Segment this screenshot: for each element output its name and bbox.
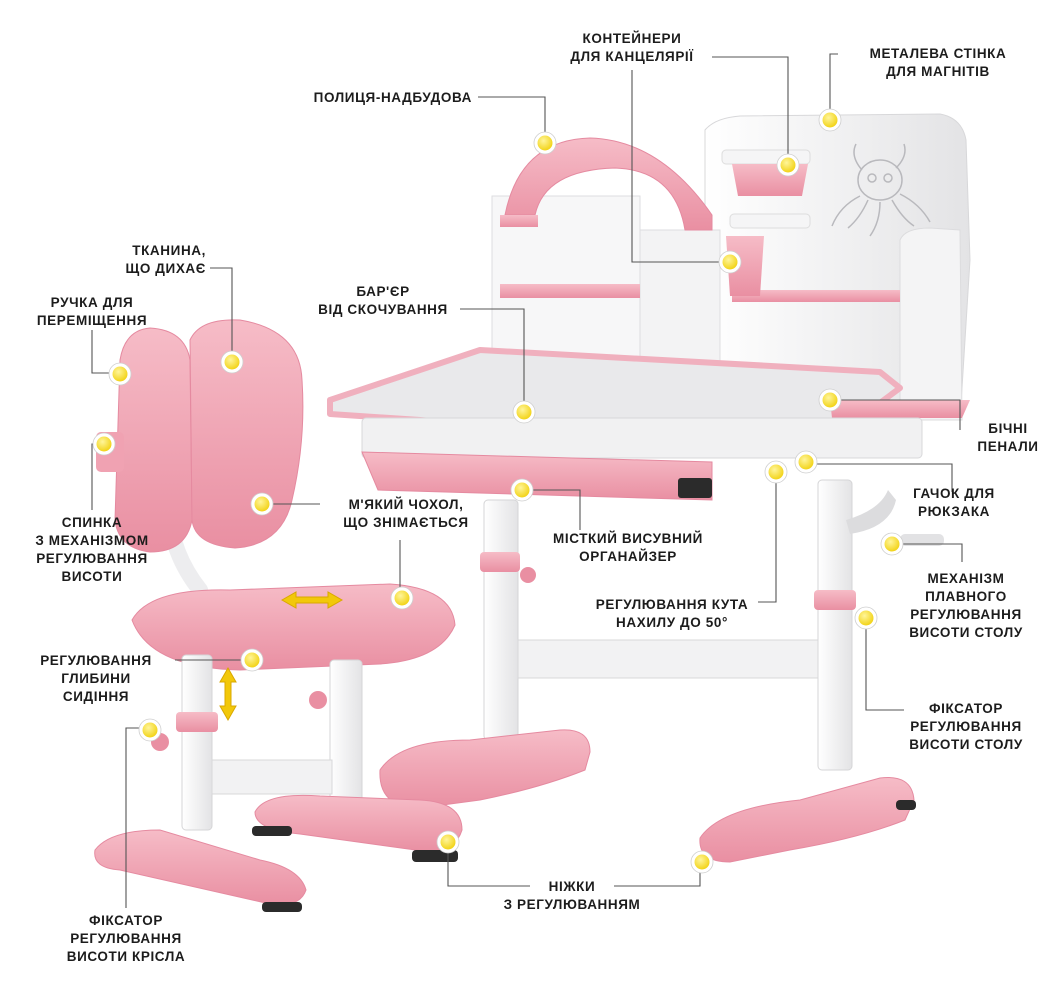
marker-dot-icon bbox=[884, 536, 900, 552]
label-backrest: Спинка з механізмом регулювання висоти bbox=[35, 515, 149, 584]
marker-dot-icon bbox=[254, 496, 270, 512]
chair bbox=[94, 319, 463, 912]
label-soft-cover: М'який чохол, що знімається bbox=[343, 497, 469, 530]
marker-dots bbox=[92, 108, 904, 874]
marker-dot-icon bbox=[96, 436, 112, 452]
marker-dot-icon bbox=[780, 157, 796, 173]
marker-dot-icon bbox=[514, 482, 530, 498]
marker-dot-icon bbox=[822, 112, 838, 128]
label-organizer: Місткий висувний органайзер bbox=[553, 531, 703, 564]
label-tilt: Регулювання кута нахилу до 50° bbox=[595, 597, 749, 630]
label-seat-depth: Регулювання глибини сидіння bbox=[40, 653, 152, 704]
marker-dot-icon bbox=[394, 590, 410, 606]
label-shelf: Полиця-надбудова bbox=[313, 90, 472, 105]
backrest-right bbox=[189, 319, 304, 549]
marker-dot-icon bbox=[440, 834, 456, 850]
desk bbox=[327, 113, 971, 863]
marker-dot-icon bbox=[858, 610, 874, 626]
drawer bbox=[361, 451, 713, 501]
marker-dot-icon bbox=[768, 464, 784, 480]
label-handle: Ручка для переміщення bbox=[36, 295, 148, 328]
label-chair-lock: Фіксатор регулювання висоти крісла bbox=[66, 913, 186, 964]
pen-holder bbox=[726, 236, 764, 296]
marker-dot-icon bbox=[516, 404, 532, 420]
label-hook: Гачок для рюкзака bbox=[913, 486, 995, 519]
marker-dot-icon bbox=[694, 854, 710, 870]
label-magnet-wall: Металева стінка для магнітів bbox=[869, 46, 1007, 79]
label-barrier: Бар'єр від скочування bbox=[318, 284, 448, 317]
side-pencil-case bbox=[830, 400, 970, 418]
crank-handle bbox=[846, 490, 896, 534]
label-desk-height-lock: Фіксатор регулювання висоти столу bbox=[909, 701, 1023, 752]
chair-foot-right bbox=[254, 794, 463, 853]
label-desk-height-mech: Механізм плавного регулювання висоти сто… bbox=[909, 571, 1023, 640]
label-side-cases: Бічні пенали bbox=[977, 421, 1039, 454]
double-arrow-horizontal-icon bbox=[280, 591, 344, 609]
marker-dot-icon bbox=[142, 722, 158, 738]
marker-dot-icon bbox=[798, 454, 814, 470]
marker-dot-icon bbox=[537, 135, 553, 151]
octopus-drawing-icon bbox=[831, 143, 931, 237]
marker-dot-icon bbox=[112, 366, 128, 382]
label-fabric: Тканина, що дихає bbox=[125, 243, 206, 276]
marker-dot-icon bbox=[244, 652, 260, 668]
label-containers: Контейнери для канцелярії bbox=[570, 31, 694, 64]
marker-dot-icon bbox=[224, 354, 240, 370]
marker-dot-icon bbox=[822, 392, 838, 408]
desk-foot-left bbox=[379, 729, 591, 809]
marker-dot-icon bbox=[722, 254, 738, 270]
double-arrow-vertical-icon bbox=[219, 666, 237, 722]
desk-foot-right bbox=[699, 776, 915, 863]
chair-foot-left bbox=[94, 829, 307, 906]
label-legs: Ніжки з регулюванням bbox=[503, 879, 641, 912]
